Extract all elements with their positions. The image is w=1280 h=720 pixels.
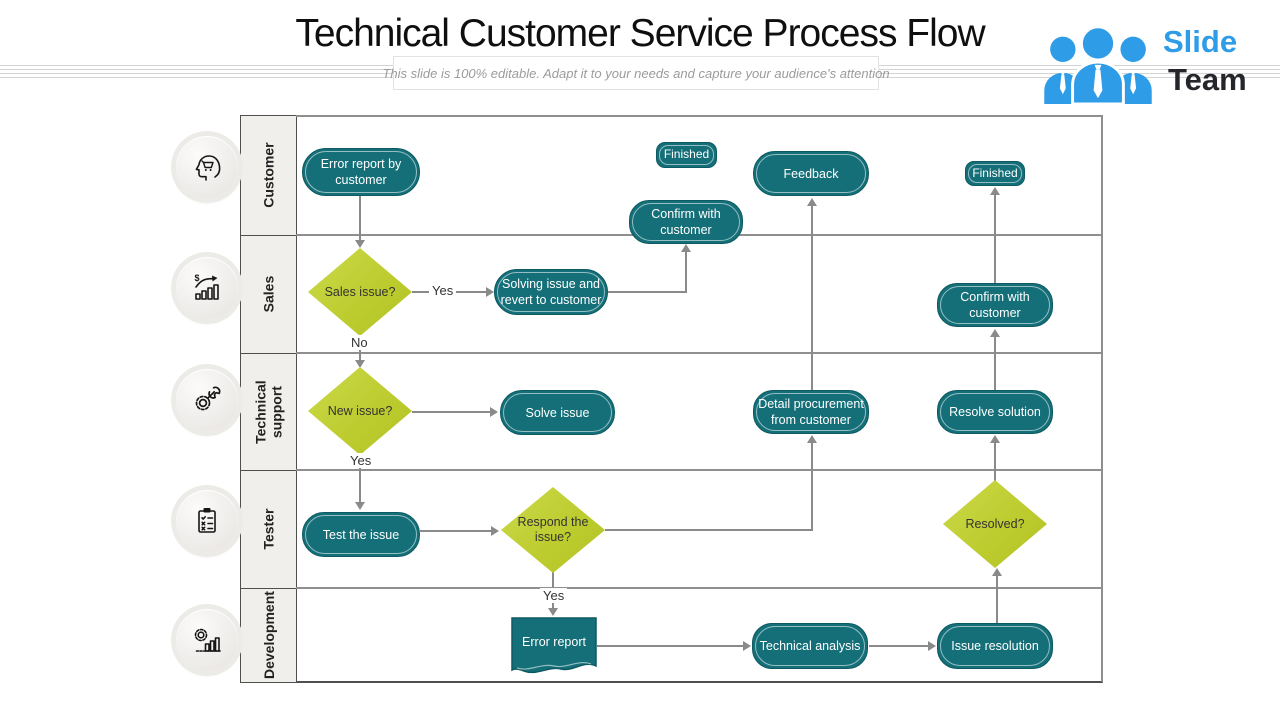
- subtitle-box: This slide is 100% editable. Adapt it to…: [382, 56, 890, 90]
- connector-line: [359, 455, 361, 503]
- connector-line: [996, 576, 998, 623]
- flow-node-issue-resolution: Issue resolution: [937, 623, 1053, 669]
- arrowhead-right: [743, 641, 751, 651]
- lane-label: Development: [260, 591, 277, 680]
- flow-node-technical-analysis: Technical analysis: [752, 623, 868, 669]
- arrowhead-down: [355, 240, 365, 248]
- lane-divider: [296, 587, 1103, 589]
- edge-label-yes: Yes: [429, 283, 457, 298]
- lane-header-technical-support: Technical support: [240, 353, 297, 471]
- connector-line: [994, 195, 996, 283]
- lane-header-customer: Customer: [240, 115, 297, 236]
- flow-node-resolve-solution: Resolve solution: [937, 390, 1053, 434]
- arrowhead-up: [992, 568, 1002, 576]
- lane-divider: [296, 469, 1103, 471]
- connector-line: [685, 252, 687, 293]
- lane-label: Technical support: [252, 380, 285, 444]
- arrowhead-right: [928, 641, 936, 651]
- subtitle-text: This slide is 100% editable. Adapt it to…: [382, 65, 890, 81]
- logo-text-team: Team: [1168, 62, 1247, 97]
- flow-node-finished-right: Finished: [965, 161, 1025, 186]
- edge-label-no: No: [348, 335, 371, 350]
- arrowhead-right: [491, 526, 499, 536]
- connector-line: [869, 645, 929, 647]
- arrowhead-down: [548, 608, 558, 616]
- connector-line: [412, 411, 490, 413]
- svg-text:$: $: [195, 273, 200, 283]
- slideteam-people-icon: [1038, 20, 1158, 109]
- flow-node-finished-top: Finished: [656, 142, 717, 168]
- connector-line: [811, 206, 813, 390]
- arrowhead-down: [355, 502, 365, 510]
- document-error-report: Error report: [511, 617, 597, 677]
- swimlane-frame: [296, 115, 1103, 683]
- gear-chart-icon: [176, 609, 238, 671]
- gear-wrench-icon: [176, 369, 238, 431]
- sales-growth-icon: $: [176, 257, 238, 319]
- flow-node-test-the-issue: Test the issue: [302, 512, 420, 557]
- customer-head-cart-icon: [176, 136, 238, 198]
- logo-text-slide: Slide: [1163, 24, 1238, 59]
- connector-line: [597, 645, 743, 647]
- page-title: Technical Customer Service Process Flow: [295, 12, 985, 55]
- connector-line: [608, 291, 687, 293]
- connector-line: [994, 443, 996, 481]
- connector-line: [420, 530, 492, 532]
- edge-label-yes: Yes: [540, 588, 568, 603]
- lane-divider: [296, 352, 1103, 354]
- flow-node-detail-procurement: Detail procurement from customer: [753, 390, 869, 434]
- connector-line: [359, 196, 361, 242]
- arrowhead-up: [807, 435, 817, 443]
- connector-line: [994, 337, 996, 390]
- flow-node-feedback: Feedback: [753, 151, 869, 196]
- arrowhead-up: [990, 435, 1000, 443]
- arrowhead-up: [990, 187, 1000, 195]
- flow-node-confirm-with-customer-2: Confirm with customer: [937, 283, 1053, 327]
- flow-node-confirm-with-customer-1: Confirm with customer: [629, 200, 743, 244]
- flow-node-solve-issue: Solve issue: [500, 390, 615, 435]
- lane-header-tester: Tester: [240, 470, 297, 589]
- checklist-clipboard-icon: [176, 490, 238, 552]
- arrowhead-down: [355, 360, 365, 368]
- arrowhead-up: [681, 244, 691, 252]
- connector-line: [605, 529, 813, 531]
- arrowhead-right: [486, 287, 494, 297]
- document-label: Error report: [522, 634, 586, 649]
- flow-node-solving-issue: Solving issue and revert to customer: [494, 269, 608, 315]
- flow-node-error-report-by-customer: Error report by customer: [302, 148, 420, 196]
- lane-header-development: Development: [240, 588, 297, 683]
- arrowhead-up: [807, 198, 817, 206]
- arrowhead-right: [490, 407, 498, 417]
- lane-label: Tester: [260, 509, 277, 550]
- arrowhead-up: [990, 329, 1000, 337]
- edge-label-yes: Yes: [347, 453, 375, 468]
- lane-header-sales: Sales: [240, 235, 297, 354]
- lane-label: Sales: [260, 276, 277, 313]
- connector-line: [811, 443, 813, 531]
- lane-label: Customer: [260, 142, 277, 209]
